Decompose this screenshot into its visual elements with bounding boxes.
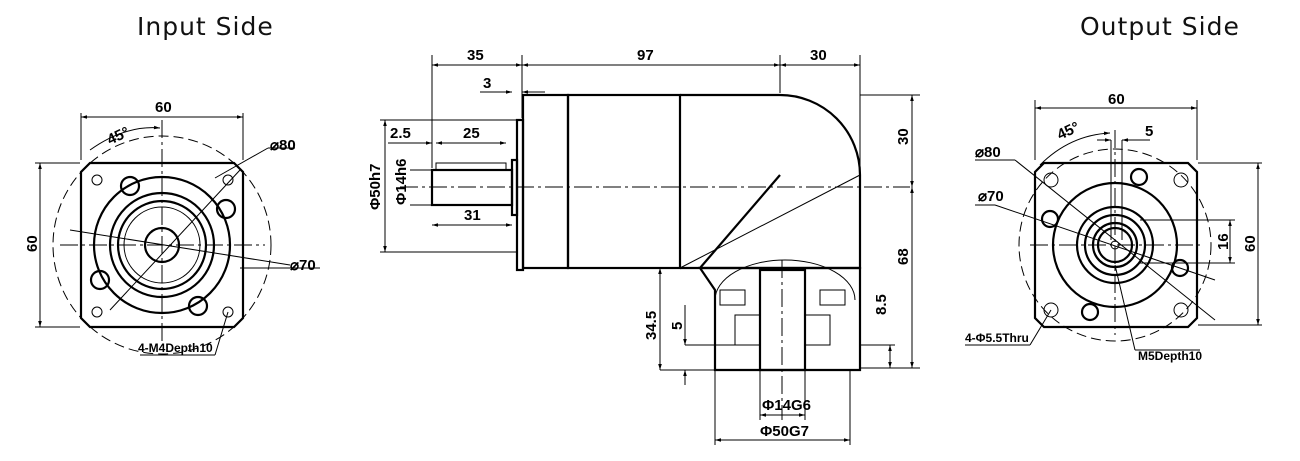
bottom-step-label: 5 xyxy=(669,322,686,330)
output-width-label: 60 xyxy=(1108,91,1125,108)
output-tap-label: M5Depth10 xyxy=(1138,349,1202,363)
input-height-label: 60 xyxy=(24,235,41,252)
input-pcd-inner-label: ⌀70 xyxy=(290,257,316,274)
bore-dia-label: Φ14G6 xyxy=(762,397,811,414)
output-flange-view xyxy=(965,100,1262,351)
shaft-length-label: 35 xyxy=(467,47,484,64)
input-holes-label: 4-M4Depth10 xyxy=(138,341,213,355)
output-pilot-label: Φ50G7 xyxy=(760,423,809,440)
input-flange-view xyxy=(35,113,320,356)
head-length-label: 30 xyxy=(810,47,827,64)
output-height-label: 60 xyxy=(1242,235,1259,252)
output-holes-label: 4-Φ5.5Thru xyxy=(965,331,1029,345)
head-upper-label: 30 xyxy=(895,128,912,145)
bottom-depth-label: 34.5 xyxy=(643,311,660,340)
output-key-width-label: 5 xyxy=(1145,123,1153,140)
head-height-label: 68 xyxy=(895,248,912,265)
output-pcd-inner-label: ⌀70 xyxy=(978,188,1004,205)
input-angle-label: 45° xyxy=(105,124,133,149)
key-length-label: 25 xyxy=(463,125,480,142)
pilot-dia-label: Φ50h7 xyxy=(367,163,384,210)
output-side-title: Output Side xyxy=(1080,12,1240,41)
gearbox-side-view xyxy=(380,55,920,445)
shaft-dia-label: Φ14h6 xyxy=(393,158,410,205)
flange-gap-label: 3 xyxy=(483,75,491,92)
shaft-usable-label: 31 xyxy=(464,207,481,224)
input-side-title: Input Side xyxy=(137,12,274,41)
input-pcd-outer-label: ⌀80 xyxy=(270,137,296,154)
key-offset-label: 2.5 xyxy=(390,125,411,142)
output-key-height-label: 16 xyxy=(1215,233,1232,250)
bottom-recess-label: 8.5 xyxy=(873,294,890,315)
input-width-label: 60 xyxy=(155,99,172,116)
body-length-label: 97 xyxy=(637,47,654,64)
output-pcd-outer-label: ⌀80 xyxy=(975,144,1001,161)
